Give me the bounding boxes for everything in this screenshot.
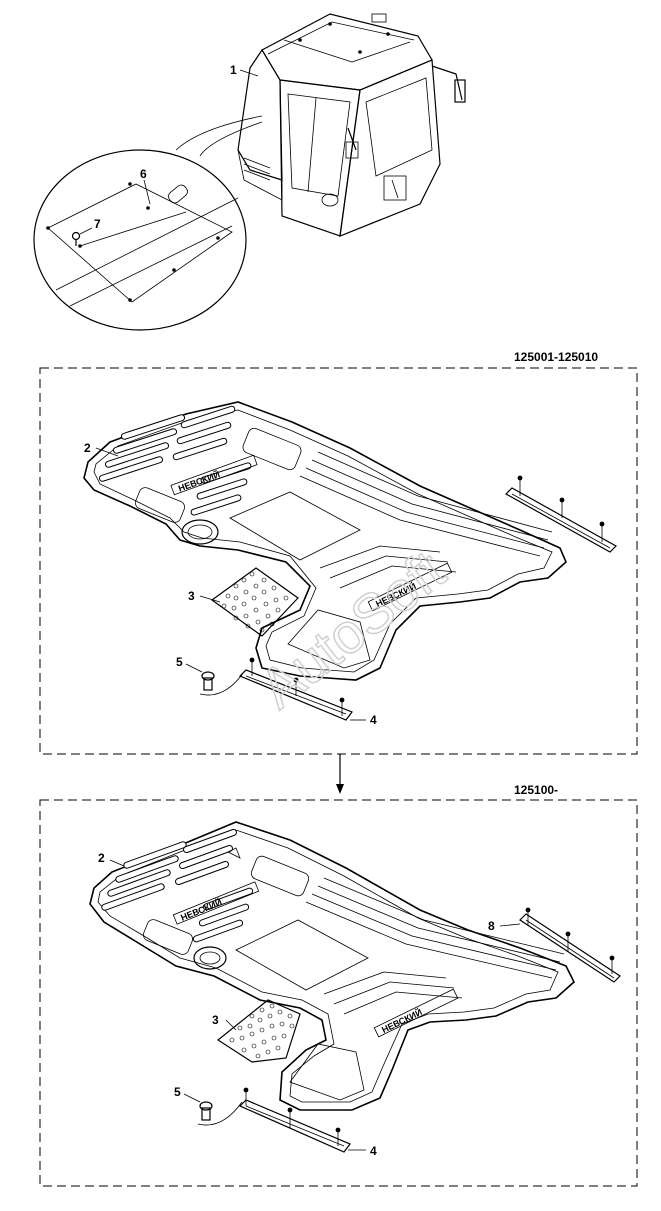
callout-5-top: 5	[176, 655, 183, 669]
callout-2-top: 2	[84, 441, 91, 455]
callout-5-bottom: 5	[174, 1085, 181, 1099]
callout-3-top: 3	[188, 589, 195, 603]
callout-7: 7	[94, 217, 101, 231]
floor-mat	[83, 401, 567, 681]
grate-3	[210, 567, 299, 637]
callout-2-bottom: 2	[98, 851, 105, 865]
serial-range-top: 125001-125010	[514, 350, 598, 364]
strip-4	[238, 1087, 351, 1153]
callout-4-bottom: 4	[370, 1144, 377, 1158]
bolt-5	[199, 671, 245, 696]
callout-6: 6	[140, 167, 147, 181]
panel-125001: 125001-125010 НЕВСКИЙ НЕВСКИЙ	[39, 350, 638, 755]
floor-mat	[89, 821, 575, 1111]
panel-frame	[39, 367, 638, 755]
panel-125100: 125100- НЕВСКИЙ НЕВСКИЙ	[39, 783, 638, 1187]
bolt-5	[197, 1101, 243, 1126]
serial-range-bottom: 125100-	[514, 783, 558, 797]
rear-strip	[505, 475, 617, 553]
callout-1: 1	[230, 63, 237, 77]
rear-strip	[519, 907, 621, 983]
cab-illustration: 1	[175, 13, 466, 237]
callout-3-bottom: 3	[212, 1013, 219, 1027]
grate-3	[216, 999, 301, 1063]
callout-8: 8	[488, 919, 495, 933]
detail-circle: 6 7	[33, 149, 247, 331]
transition-arrow	[336, 754, 344, 794]
panel-frame	[39, 799, 638, 1187]
callout-4-top: 4	[370, 713, 377, 727]
